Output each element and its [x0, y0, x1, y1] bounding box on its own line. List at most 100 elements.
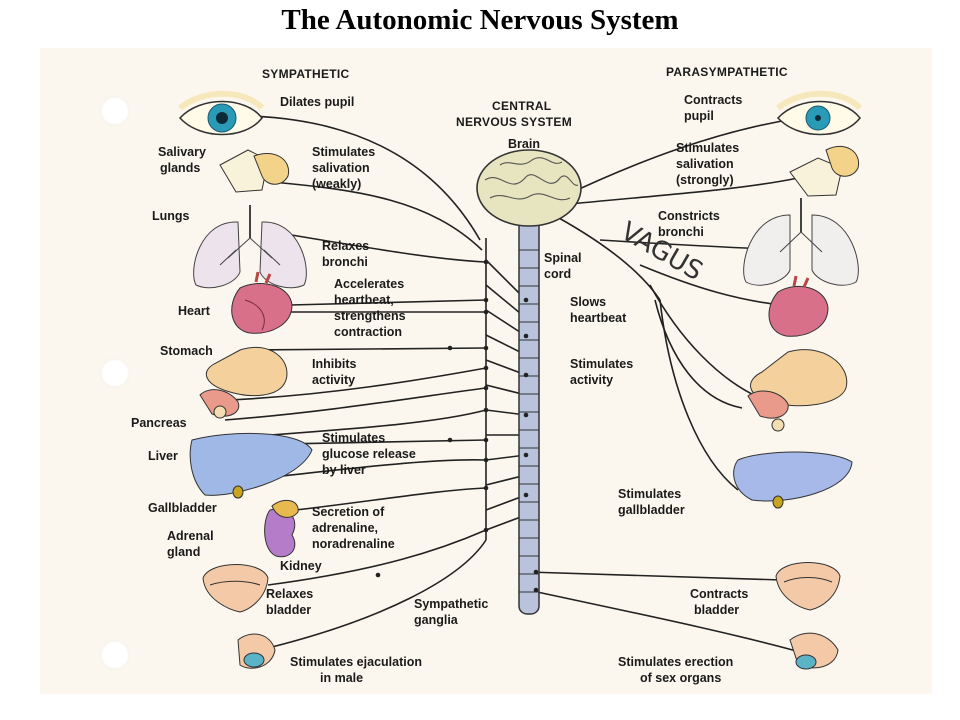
- label-ganglia-line2: ganglia: [414, 613, 459, 627]
- spinal-segments: [519, 249, 539, 593]
- nerve-eye-para: [559, 117, 801, 199]
- right-organs: [733, 90, 863, 670]
- punch-hole: [100, 96, 130, 126]
- symp-adrenal-1: Secretion of: [312, 505, 385, 519]
- central-nervous-system: [476, 149, 582, 615]
- header-parasympathetic: PARASYMPATHETIC: [666, 65, 788, 79]
- parasympathetic-nerves: [527, 117, 801, 653]
- nerve-heart-para: [639, 264, 781, 306]
- symp-liver-3: by liver: [322, 463, 366, 477]
- label-salivary-line1: Salivary: [158, 145, 206, 159]
- symp-heart-1: Accelerates: [334, 277, 404, 291]
- para-gall-1: Stimulates: [618, 487, 681, 501]
- para-saliva-3: (strongly): [676, 173, 734, 187]
- symp-saliva-3: (weakly): [312, 177, 361, 191]
- nerve-bladder-para: [527, 571, 783, 581]
- nerve-adrenal-symp: [295, 487, 487, 511]
- para-bronchi-2: bronchi: [658, 225, 704, 239]
- genital-icon: [789, 632, 839, 670]
- symp-bladder-1: Relaxes: [266, 587, 313, 601]
- symp-stomach-2: activity: [312, 373, 355, 387]
- lungs-icon: [193, 205, 307, 289]
- para-pupil-1: Contracts: [684, 93, 742, 107]
- symp-heart-3: strengthens: [334, 309, 406, 323]
- para-saliva-1: Stimulates: [676, 141, 739, 155]
- para-stomach-2: activity: [570, 373, 613, 387]
- nerve-salivary-para: [559, 177, 799, 206]
- label-brain: Brain: [508, 137, 540, 151]
- page-title: The Autonomic Nervous System: [281, 4, 679, 36]
- brain-folds: [484, 157, 579, 201]
- symp-adrenal-2: adrenaline,: [312, 521, 378, 535]
- left-organs: [178, 90, 313, 669]
- label-heart: Heart: [178, 304, 211, 318]
- label-liver: Liver: [148, 449, 178, 463]
- eye-icon: [776, 90, 863, 136]
- label-adrenal-line2: gland: [167, 545, 200, 559]
- eye-icon: [178, 90, 265, 136]
- nerve-heart-symp: [289, 299, 487, 313]
- label-gallbladder: Gallbladder: [148, 501, 217, 515]
- bladder-icon: [202, 564, 269, 613]
- heart-icon: [231, 271, 293, 334]
- para-pupil-2: pupil: [684, 109, 714, 123]
- bladder-icon: [775, 562, 841, 611]
- symp-liver-2: glucose release: [322, 447, 416, 461]
- lungs-icon: [743, 198, 859, 286]
- text-labels: SYMPATHETIC PARASYMPATHETIC CENTRAL NERV…: [131, 65, 788, 685]
- symp-saliva-1: Stimulates: [312, 145, 375, 159]
- brain: [476, 149, 582, 227]
- ganglia-dots: [375, 259, 539, 593]
- ganglia-connectors: [485, 259, 527, 531]
- header-cns-line2: NERVOUS SYSTEM: [456, 115, 572, 129]
- header-sympathetic: SYMPATHETIC: [262, 67, 350, 81]
- nerve-pancreas-para: [654, 299, 743, 409]
- kidney-icon: [264, 499, 299, 558]
- stomach-icon: [205, 346, 288, 397]
- symp-saliva-2: salivation: [312, 161, 370, 175]
- symp-bronchi-1: Relaxes: [322, 239, 369, 253]
- label-stomach: Stomach: [160, 344, 213, 358]
- symp-adrenal-3: noradrenaline: [312, 537, 395, 551]
- label-spinal-line1: Spinal: [544, 251, 582, 265]
- nerve-liver-para: [659, 299, 739, 491]
- nerve-lungs-symp: [261, 229, 487, 263]
- symp-pupil: Dilates pupil: [280, 95, 354, 109]
- nerve-eye-symp: [247, 115, 481, 241]
- nerve-stomach-symp: [249, 347, 487, 351]
- para-bronchi-1: Constricts: [658, 209, 720, 223]
- para-erection-2: of sex organs: [640, 671, 721, 685]
- stomach-icon: [750, 349, 848, 407]
- symp-bladder-2: bladder: [266, 603, 311, 617]
- salivary-gland-icon: [789, 145, 860, 197]
- punch-hole: [100, 358, 130, 388]
- symp-ejac-1: Stimulates ejaculation: [290, 655, 422, 669]
- symp-ejac-2: in male: [320, 671, 363, 685]
- heart-icon: [768, 275, 829, 337]
- symp-stomach-1: Inhibits: [312, 357, 356, 371]
- label-lungs: Lungs: [152, 209, 190, 223]
- para-stomach-1: Stimulates: [570, 357, 633, 371]
- symp-bronchi-2: bronchi: [322, 255, 368, 269]
- para-heart-1: Slows: [570, 295, 606, 309]
- nerve-genital-symp: [267, 539, 487, 649]
- header-cns-line1: CENTRAL: [492, 99, 551, 113]
- pancreas-icon: [747, 390, 789, 432]
- para-bladder-1: Contracts: [690, 587, 748, 601]
- pancreas-icon: [199, 389, 240, 419]
- genital-icon: [237, 633, 276, 669]
- para-heart-2: heartbeat: [570, 311, 627, 325]
- symp-liver-1: Stimulates: [322, 431, 385, 445]
- label-spinal-line2: cord: [544, 267, 571, 281]
- liver-icon: [189, 432, 313, 499]
- para-saliva-2: salivation: [676, 157, 734, 171]
- liver-icon: [733, 451, 853, 509]
- nerve-salivary-symp: [271, 181, 483, 251]
- nerve-pancreas-symp: [224, 367, 487, 421]
- label-pancreas: Pancreas: [131, 416, 187, 430]
- label-ganglia-line1: Sympathetic: [414, 597, 488, 611]
- label-adrenal-line1: Adrenal: [167, 529, 214, 543]
- salivary-gland-icon: [219, 149, 290, 193]
- label-salivary-line2: glands: [160, 161, 200, 175]
